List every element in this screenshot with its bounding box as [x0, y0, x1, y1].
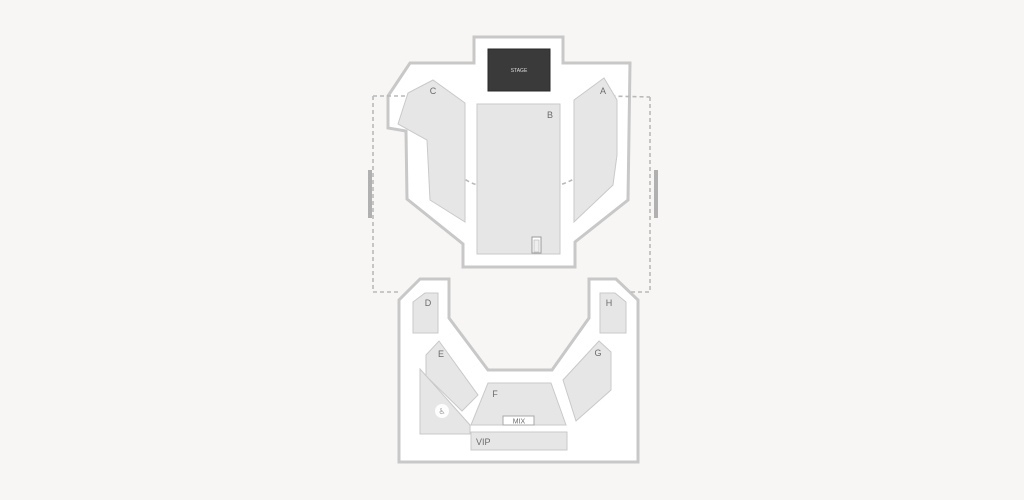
- section-vip[interactable]: [470, 431, 568, 451]
- ramp-marker: [368, 170, 372, 218]
- accessible-area[interactable]: [419, 367, 471, 435]
- wheelchair-icon-bg: [435, 404, 449, 418]
- section-d-label: D: [425, 298, 432, 308]
- section-e-label: E: [438, 349, 444, 359]
- section-f[interactable]: [470, 382, 567, 426]
- section-c-label: C: [430, 86, 437, 96]
- ramp-marker: [654, 170, 658, 218]
- section-b[interactable]: [476, 103, 561, 255]
- mix-position: [502, 415, 535, 426]
- walkway-path: [372, 96, 399, 293]
- section-c[interactable]: [397, 79, 466, 223]
- vip-label: VIP: [476, 437, 491, 447]
- section-a[interactable]: [573, 77, 618, 224]
- section-f-label: F: [492, 389, 498, 399]
- section-b-label: B: [547, 110, 553, 120]
- section-b-marker-inner: [533, 239, 540, 253]
- section-a-label: A: [600, 86, 606, 96]
- section-g[interactable]: [562, 340, 612, 422]
- walkway-path: [628, 97, 651, 293]
- section-h-label: H: [606, 298, 613, 308]
- mix-label: MIX: [513, 419, 526, 426]
- section-e[interactable]: [425, 340, 479, 412]
- stage: [487, 48, 551, 92]
- section-g-label: G: [594, 348, 601, 358]
- section-h[interactable]: [599, 292, 627, 334]
- stage-label: STAGE: [511, 68, 528, 74]
- wheelchair-icon: ♿: [438, 407, 445, 416]
- section-d[interactable]: [412, 292, 439, 334]
